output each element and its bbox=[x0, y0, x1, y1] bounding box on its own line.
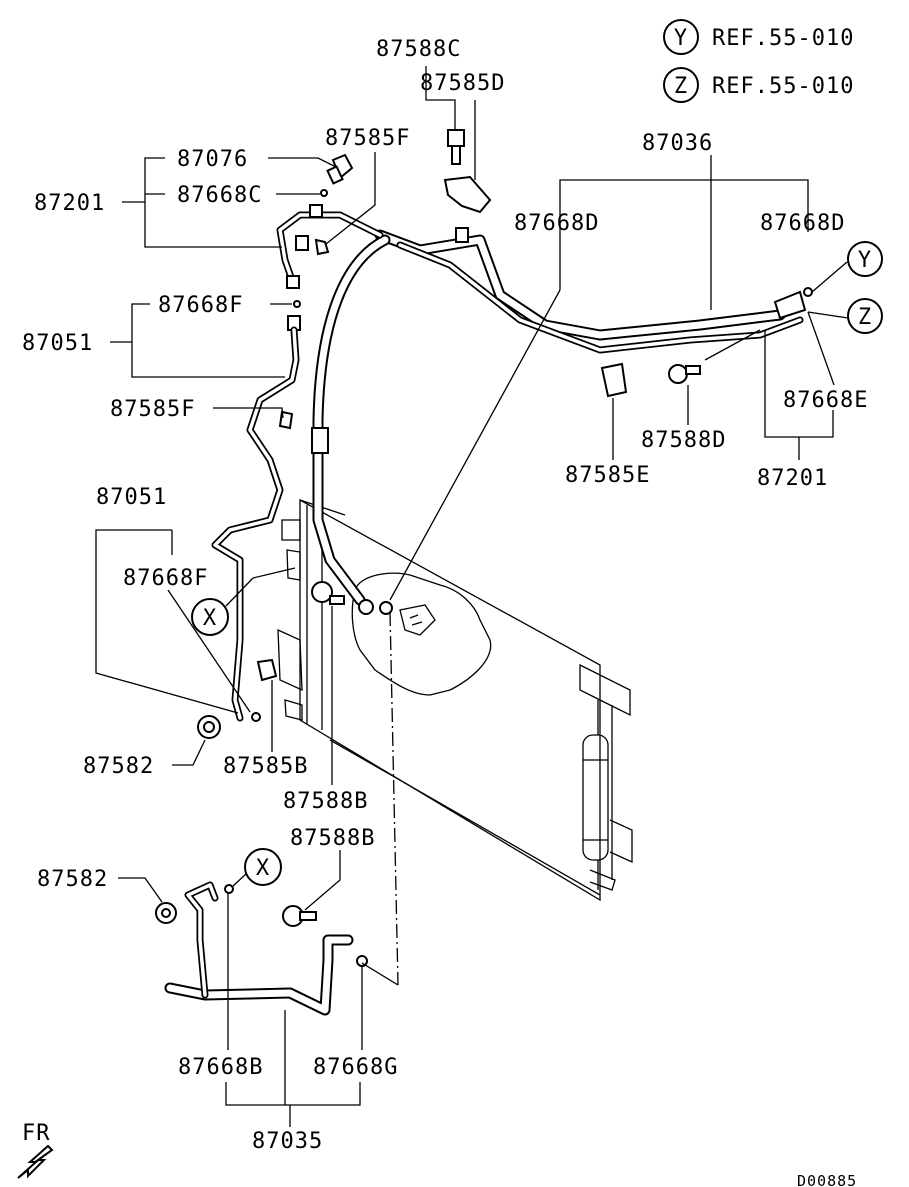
ref-y-text: REF.55-010 bbox=[712, 26, 854, 51]
label-87588D: 87588D bbox=[641, 428, 726, 453]
label-87668F-top: 87668F bbox=[158, 293, 243, 318]
fr-label: FR bbox=[22, 1121, 51, 1146]
label-87036: 87036 bbox=[642, 131, 713, 156]
pipe-assembly-left bbox=[211, 153, 384, 722]
callout-x-lower-letter: X bbox=[256, 856, 270, 881]
fr-arrow-icon bbox=[17, 1144, 54, 1179]
label-87585E: 87585E bbox=[565, 463, 650, 488]
label-87582-mid: 87582 bbox=[83, 754, 154, 779]
callout-y-letter: Y bbox=[858, 248, 872, 273]
bolt-head-icon bbox=[447, 129, 465, 147]
label-87668G: 87668G bbox=[313, 1055, 398, 1080]
hose-assembly-87036 bbox=[311, 227, 807, 615]
callout-x-upper-circle-icon bbox=[191, 598, 229, 636]
part-labels: 87588C 87585D 87036 87585F 87076 87668C … bbox=[22, 37, 868, 1154]
reference-legend: Y REF.55-010 Z REF.55-010 bbox=[663, 19, 854, 103]
label-87051-lower: 87051 bbox=[96, 485, 167, 510]
label-87668B: 87668B bbox=[178, 1055, 263, 1080]
label-87076: 87076 bbox=[177, 147, 248, 172]
ref-y-letter: Y bbox=[674, 26, 688, 51]
callout-x-upper-letter: X bbox=[203, 606, 217, 631]
callouts: Y Z X X bbox=[191, 241, 883, 886]
label-87035: 87035 bbox=[252, 1129, 323, 1154]
label-87588B-mid: 87588B bbox=[283, 789, 368, 814]
callout-z-circle-icon bbox=[847, 298, 883, 334]
label-87588B-low: 87588B bbox=[290, 826, 375, 851]
clamp-bolt-top bbox=[443, 129, 492, 214]
ref-z-text: REF.55-010 bbox=[712, 74, 854, 99]
bolt-icon bbox=[668, 364, 688, 384]
label-87201-left: 87201 bbox=[34, 191, 105, 216]
ref-y-circle-icon bbox=[663, 19, 699, 55]
leader-lines bbox=[95, 66, 849, 1127]
callout-y-circle-icon bbox=[847, 241, 883, 277]
ref-z-circle-icon bbox=[663, 67, 699, 103]
label-87668E: 87668E bbox=[783, 388, 868, 413]
clamp-icon bbox=[443, 175, 492, 214]
label-87668C: 87668C bbox=[177, 183, 262, 208]
label-87585F-top: 87585F bbox=[325, 126, 410, 151]
bolt-shank-icon bbox=[451, 145, 461, 165]
label-87585B: 87585B bbox=[223, 754, 308, 779]
mid-parts bbox=[197, 189, 701, 739]
port-cap-icon bbox=[455, 227, 469, 243]
condenser-assembly bbox=[277, 498, 633, 902]
label-87585D: 87585D bbox=[420, 71, 505, 96]
bracket-icon bbox=[600, 362, 628, 398]
label-87201-right: 87201 bbox=[757, 466, 828, 491]
clip-icon bbox=[256, 658, 278, 682]
orientation-indicator: FR bbox=[17, 1121, 54, 1179]
ref-z-letter: Z bbox=[674, 74, 688, 99]
label-87585F-mid: 87585F bbox=[110, 397, 195, 422]
hose-sleeve-icon bbox=[311, 427, 329, 454]
pipe-assembly-87035 bbox=[155, 881, 368, 1016]
label-87051-top: 87051 bbox=[22, 331, 93, 356]
bolt-icon bbox=[311, 581, 333, 603]
label-87668F-lower: 87668F bbox=[123, 566, 208, 591]
label-87668D-right: 87668D bbox=[760, 211, 845, 236]
callout-x-lower-circle-icon bbox=[244, 848, 282, 886]
label-87668D-mid: 87668D bbox=[514, 211, 599, 236]
fitting-icon bbox=[286, 275, 300, 289]
callout-z-letter: Z bbox=[858, 305, 872, 330]
label-87588C: 87588C bbox=[376, 37, 461, 62]
label-87582-low: 87582 bbox=[37, 867, 108, 892]
diagram-code: D00885 bbox=[797, 1172, 857, 1187]
